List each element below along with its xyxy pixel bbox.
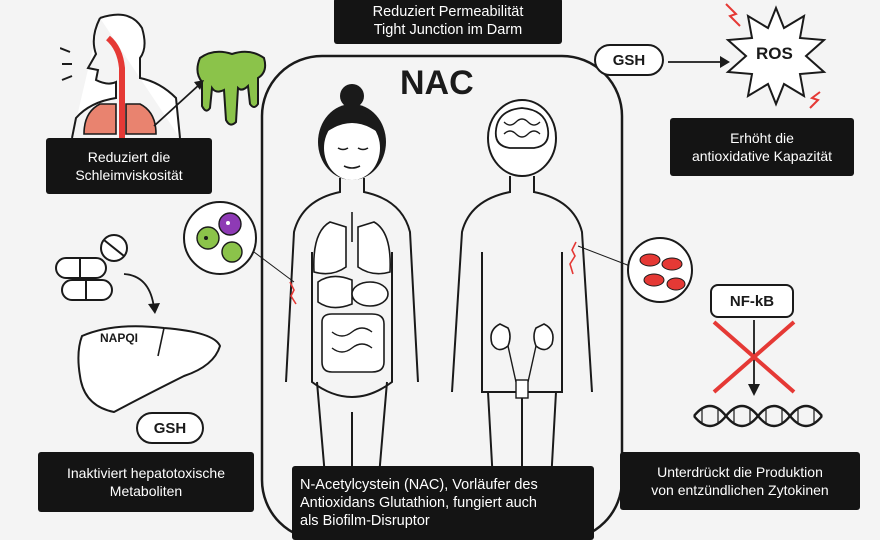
nfkb-tag: NF-kB: [710, 284, 794, 318]
ros-label: ROS: [756, 44, 793, 63]
caption-mucus: Reduziert die Schleimviskosität: [46, 138, 212, 194]
liver-icon: [77, 325, 222, 414]
caption-antioxidant: Erhöht die antioxidative Kapazität: [670, 118, 854, 176]
red-blood-cells-icon: [577, 237, 693, 303]
nfkb-blocked-arrow: [712, 320, 796, 396]
pills-icon: [55, 234, 128, 301]
caption-permeability: Reduziert Permeabilität Tight Junction i…: [334, 0, 562, 44]
gsh-top-tag: GSH: [594, 44, 664, 76]
mucus-icon: [196, 50, 267, 126]
caption-cytokine: Unterdrückt die Produktion von entzündli…: [620, 452, 860, 510]
caption-nac-description: N-Acetylcystein (NAC), Vorläufer des Ant…: [292, 466, 594, 540]
mucus-arrow: [153, 80, 204, 127]
gsh-liver-tag: GSH: [136, 412, 204, 444]
airway-figure: [60, 13, 181, 138]
napqi-label: NAPQI: [100, 331, 139, 345]
female-body-figure: [285, 84, 419, 501]
male-body-figure: [451, 99, 593, 501]
caption-hepatotoxic: Inaktiviert hepatotoxische Metaboliten: [38, 452, 254, 512]
dna-icon: [693, 404, 823, 428]
ros-burst-icon: [725, 3, 827, 109]
bacteria-icon: [183, 201, 295, 283]
nac-title: NAC: [400, 64, 474, 102]
pill-arrow: [123, 273, 160, 314]
gsh-ros-arrow: [668, 56, 730, 68]
